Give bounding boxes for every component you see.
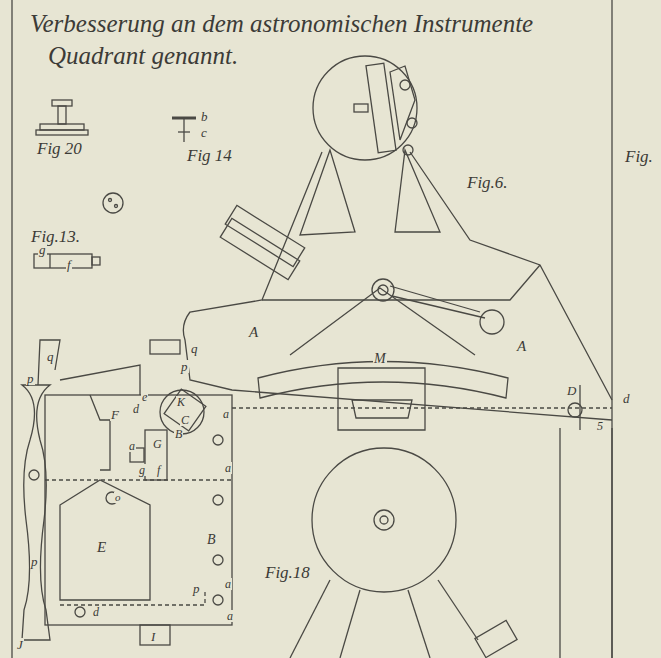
part-letter: d	[132, 403, 140, 415]
part-letter: g	[38, 243, 47, 256]
part-letter: c	[200, 126, 208, 139]
plate-title: Verbesserung an dem astronomischen Instr…	[30, 8, 608, 72]
part-letter: C	[180, 414, 190, 426]
part-letter: I	[150, 630, 156, 643]
part-letter: a	[224, 578, 232, 590]
part-letter: p	[26, 372, 35, 385]
part-letter: e	[141, 391, 148, 403]
part-letter: q	[46, 350, 55, 363]
part-letter: B	[206, 533, 217, 547]
part-letter: A	[248, 325, 259, 340]
part-letter: a	[226, 610, 234, 622]
part-letter: d	[622, 392, 631, 405]
part-letter: G	[152, 438, 163, 450]
part-letter: q	[190, 342, 199, 355]
part-letter: o	[114, 492, 122, 503]
figure-label: Fig 14	[186, 147, 233, 164]
part-letter: p	[180, 360, 189, 373]
figure-label: Fig.6.	[466, 174, 509, 191]
part-letter: E	[96, 540, 107, 555]
part-letter: K	[176, 396, 186, 408]
part-letter: B	[174, 428, 183, 440]
part-letter: g	[138, 464, 146, 476]
part-letter: p	[30, 555, 39, 568]
part-letter: a	[222, 408, 230, 420]
part-letter: M	[373, 352, 387, 366]
part-letter: J	[16, 638, 24, 651]
part-letter: f	[156, 464, 161, 476]
part-letter: 5	[596, 420, 604, 432]
part-letter: p	[192, 582, 201, 595]
figure-label: Fig.	[624, 148, 654, 165]
part-letter: f	[66, 258, 72, 271]
figure-label: Fig 20	[36, 140, 83, 157]
part-letter: A	[516, 339, 527, 354]
part-letter: a	[224, 462, 232, 474]
part-letter: F	[110, 408, 120, 421]
part-letter: D	[566, 384, 577, 397]
figure-label: Fig.18	[264, 564, 311, 581]
part-letter: a	[128, 440, 136, 452]
part-letter: b	[200, 110, 209, 123]
part-letter: d	[92, 606, 100, 618]
